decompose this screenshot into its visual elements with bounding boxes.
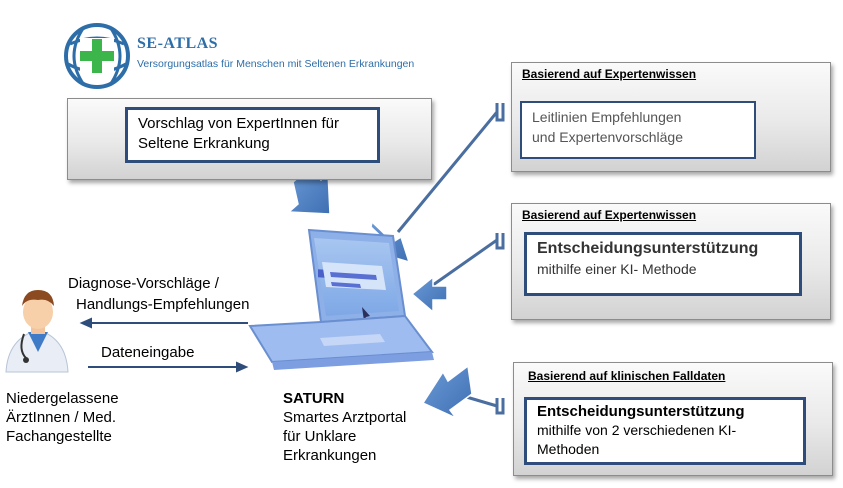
ai-dual-line2: mithilfe von 2 verschiedenen KI- <box>537 422 737 438</box>
connector-lines <box>396 103 505 415</box>
saturn-line2: für Unklare <box>283 428 357 445</box>
expert-suggestion-box: Vorschlag von ExpertInnen für Seltene Er… <box>125 107 380 163</box>
right-panel-ai-dual-title: Basierend auf klinischen Falldaten <box>528 369 726 383</box>
ai-single-line2: mithilfe einer KI- Methode <box>537 261 697 277</box>
guidelines-line1: Leitlinien Empfehlungen <box>532 109 682 125</box>
laptop-icon <box>248 228 434 370</box>
ai-dual-line3: Methoden <box>537 441 600 457</box>
right-panel-ai-single: Basierend auf Expertenwissen Entscheidun… <box>511 203 831 320</box>
expert-suggestion-line2: Seltene Erkrankung <box>138 135 270 152</box>
user-label-line1: Niedergelassene <box>6 390 119 407</box>
ai-dual-line1: Entscheidungsunterstützung <box>537 403 745 420</box>
output-label-line1: Diagnose-Vorschläge / <box>68 275 219 292</box>
saturn-line3: Erkrankungen <box>283 447 377 464</box>
arrow-bottom-to-laptop <box>421 364 473 419</box>
output-label-line2: Handlungs-Empfehlungen <box>76 296 250 313</box>
guidelines-box: Leitlinien Empfehlungen und Expertenvors… <box>520 101 756 159</box>
input-label: Dateneingabe <box>101 344 195 361</box>
saturn-label: SATURN Smartes Arztportal für Unklare Er… <box>283 389 406 465</box>
logo-subtitle: Versorgungsatlas für Menschen mit Selten… <box>137 58 415 70</box>
arrow-mid-to-laptop <box>410 275 448 314</box>
user-label-line2: ÄrztInnen / Med. <box>6 409 117 426</box>
logo-name: SE-ATLAS <box>137 35 219 52</box>
right-panel-ai-single-title: Basierend auf Expertenwissen <box>522 208 697 222</box>
ai-dual-box: Entscheidungsunterstützung mithilfe von … <box>524 397 806 465</box>
ai-single-box: Entscheidungsunterstützung mithilfe eine… <box>524 232 802 296</box>
expert-suggestion-line1: Vorschlag von ExpertInnen für <box>138 115 339 132</box>
right-panel-guidelines-title: Basierend auf Expertenwissen <box>522 67 697 81</box>
guidelines-line2: und Expertenvorschläge <box>532 129 683 145</box>
saturn-name: SATURN <box>283 390 345 407</box>
globe-cross-logo-icon <box>64 23 130 89</box>
ai-single-line1: Entscheidungsunterstützung <box>537 240 759 257</box>
user-label: Niedergelassene ÄrztInnen / Med. Fachang… <box>6 389 119 446</box>
user-label-line3: Fachangestellte <box>6 428 112 445</box>
flow-arrows <box>79 317 249 373</box>
right-panel-ai-dual: Basierend auf klinischen Falldaten Entsc… <box>513 362 833 476</box>
saturn-line1: Smartes Arztportal <box>283 409 407 426</box>
expert-suggestion-panel: Vorschlag von ExpertInnen für Seltene Er… <box>67 98 432 180</box>
doctor-icon <box>5 290 69 373</box>
right-panel-guidelines: Basierend auf Expertenwissen Leitlinien … <box>511 62 831 172</box>
